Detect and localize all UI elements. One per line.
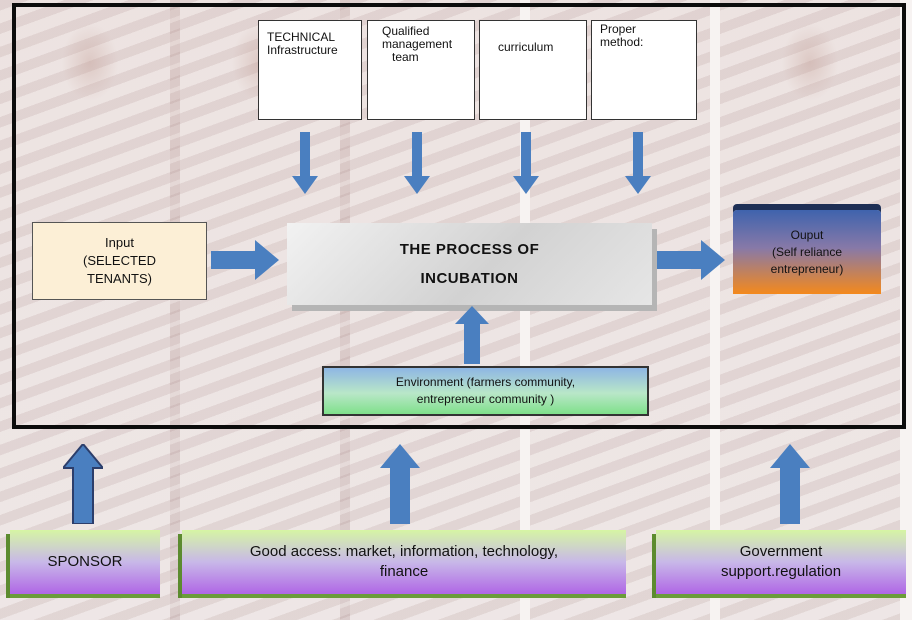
curriculum-line1: curriculum xyxy=(498,40,554,54)
background-figure xyxy=(720,0,900,620)
sponsor-bar: SPONSOR xyxy=(10,530,160,594)
environment-box: Environment (farmers community, entrepre… xyxy=(322,366,649,416)
input-line3: TENANTS) xyxy=(87,271,152,286)
government-line1: Government xyxy=(739,543,823,560)
down-arrow-method xyxy=(625,132,651,194)
process-line1: THE PROCESS OF xyxy=(399,241,540,258)
incubation-frame xyxy=(12,3,906,429)
management-line1: Qualified xyxy=(382,24,430,38)
proper-method-box: Proper method: xyxy=(591,20,697,120)
management-team-box: Qualified management team xyxy=(367,20,475,120)
government-line2: support.regulation xyxy=(720,563,842,580)
down-arrow-curriculum xyxy=(513,132,539,194)
incubation-process-box: THE PROCESS OF INCUBATION xyxy=(287,223,652,305)
access-line2: finance xyxy=(379,563,429,580)
environment-line1: Environment (farmers community, xyxy=(395,375,576,389)
output-line2: (Self reliance xyxy=(771,244,843,259)
right-arrow-process-to-output xyxy=(657,240,725,280)
technical-line2: Infrastructure xyxy=(267,43,338,57)
access-line1: Good access: market, information, techno… xyxy=(249,543,559,560)
sponsor-label: SPONSOR xyxy=(47,553,123,570)
method-line1: Proper xyxy=(600,22,637,36)
up-arrow-environment-to-process xyxy=(455,306,489,364)
method-line2: method: xyxy=(600,35,644,49)
output-line1: Ouput xyxy=(790,227,824,242)
input-line2: (SELECTED xyxy=(83,253,156,268)
down-arrow-technical xyxy=(292,132,318,194)
up-arrow-sponsor xyxy=(63,444,103,524)
technical-infrastructure-box: TECHNICAL Infrastructure xyxy=(258,20,362,120)
up-arrow-government xyxy=(770,444,810,524)
process-line2: INCUBATION xyxy=(420,270,519,287)
down-arrow-management xyxy=(404,132,430,194)
right-arrow-input-to-process xyxy=(211,240,279,280)
input-box: Input (SELECTED TENANTS) xyxy=(32,222,207,300)
output-line3: entrepreneur) xyxy=(770,261,844,276)
output-box: Ouput (Self reliance entrepreneur) xyxy=(733,210,881,294)
good-access-bar: Good access: market, information, techno… xyxy=(182,530,626,594)
curriculum-box: curriculum xyxy=(479,20,587,120)
government-bar: Government support.regulation xyxy=(656,530,906,594)
up-arrow-access xyxy=(380,444,420,524)
environment-line2: entrepreneur community ) xyxy=(416,392,555,406)
management-line3: team xyxy=(392,50,419,64)
input-line1: Input xyxy=(105,235,134,250)
technical-line1: TECHNICAL xyxy=(267,30,336,44)
management-line2: management xyxy=(382,37,453,51)
